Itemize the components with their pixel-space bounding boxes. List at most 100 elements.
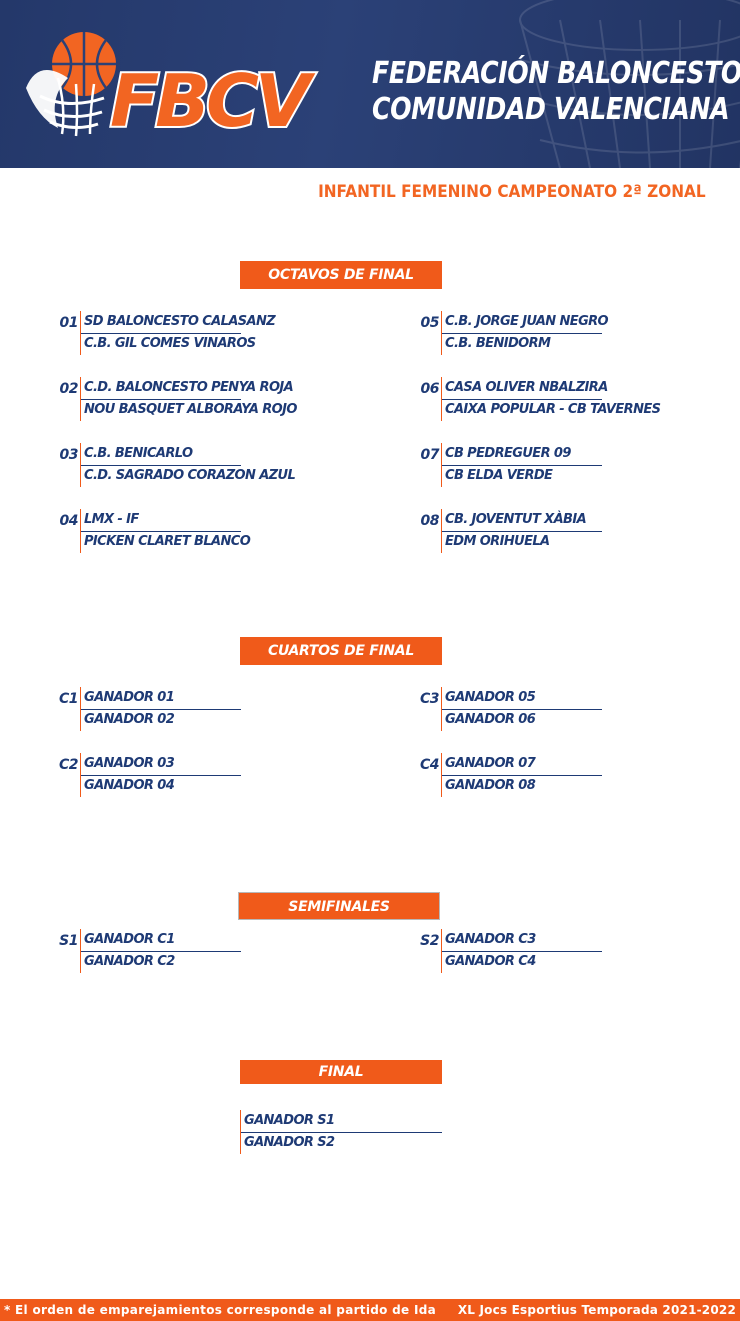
round-title-cuartos: CUARTOS DE FINAL [240, 637, 442, 665]
match-octavos-04: 04 LMX - IF PICKEN CLARET BLANCO [58, 509, 358, 553]
bracket-hline [442, 465, 602, 466]
team-home: C.D. BALONCESTO PENYA ROJA [84, 380, 294, 395]
match-semifinal-s1: S1 GANADOR C1 GANADOR C2 [58, 929, 358, 973]
bracket-hline [81, 775, 241, 776]
team-home: CB PEDREGUER 09 [445, 446, 571, 461]
match-octavos-08: 08 CB. JOVENTUT XÀBIA EDM ORIHUELA [419, 509, 719, 553]
match-number: S1 [59, 933, 78, 949]
team-away: C.B. BENIDORM [445, 336, 551, 351]
team-away: GANADOR C2 [84, 954, 175, 969]
bracket-vline [80, 377, 81, 421]
team-away: GANADOR 04 [84, 778, 175, 793]
bracket-vline [441, 311, 442, 355]
team-away: CB ELDA VERDE [445, 468, 553, 483]
round-title-final: FINAL [240, 1060, 442, 1084]
match-final: GANADOR S1 GANADOR S2 [218, 1110, 518, 1154]
match-number: C4 [419, 757, 440, 773]
team-home: GANADOR 07 [445, 756, 536, 771]
match-number: 04 [59, 513, 79, 529]
footer-note: * El orden de emparejamientos correspond… [4, 1303, 437, 1317]
team-away: EDM ORIHUELA [445, 534, 550, 549]
bracket-vline [441, 687, 442, 731]
match-cuartos-c2: C2 GANADOR 03 GANADOR 04 [58, 753, 358, 797]
bracket-vline [80, 753, 81, 797]
bracket-vline [240, 1110, 241, 1154]
bracket-vline [80, 509, 81, 553]
bracket-hline [81, 465, 241, 466]
team-home: GANADOR 05 [445, 690, 536, 705]
bracket-hline [81, 333, 241, 334]
match-octavos-05: 05 C.B. JORGE JUAN NEGRO C.B. BENIDORM [419, 311, 719, 355]
bracket-hline [442, 709, 602, 710]
match-number: 02 [59, 381, 79, 397]
fbcv-logo: FBCV [26, 32, 322, 145]
bracket-vline [441, 377, 442, 421]
team-home: GANADOR S1 [244, 1113, 335, 1128]
logo-text: FBCV [110, 59, 316, 143]
match-octavos-03: 03 C.B. BENICARLO C.D. SAGRADO CORAZON A… [58, 443, 358, 487]
bracket-vline [80, 311, 81, 355]
team-away: C.D. SAGRADO CORAZON AZUL [84, 468, 296, 483]
team-home: GANADOR 03 [84, 756, 175, 771]
match-cuartos-c3: C3 GANADOR 05 GANADOR 06 [419, 687, 719, 731]
match-cuartos-c1: C1 GANADOR 01 GANADOR 02 [58, 687, 358, 731]
team-away: CAIXA POPULAR - CB TAVERNES [445, 402, 661, 417]
footer-season: XL Jocs Esportius Temporada 2021-2022 [457, 1303, 736, 1317]
team-away: C.B. GIL COMES VINAROS [84, 336, 256, 351]
bracket-vline [80, 443, 81, 487]
bracket-hline [81, 709, 241, 710]
team-home: C.B. JORGE JUAN NEGRO [445, 314, 609, 329]
federation-line1: FEDERACIÓN BALONCESTO [372, 56, 740, 91]
bracket-hline [81, 399, 241, 400]
competition-subtitle: INFANTIL FEMENINO CAMPEONATO 2ª ZONAL [318, 182, 706, 202]
bracket-hline [442, 951, 602, 952]
match-octavos-06: 06 CASA OLIVER NBALZIRA CAIXA POPULAR - … [419, 377, 719, 421]
bracket-vline [441, 753, 442, 797]
basketball-icon [52, 32, 116, 96]
team-away: GANADOR C4 [445, 954, 536, 969]
team-home: GANADOR 01 [84, 690, 175, 705]
match-cuartos-c4: C4 GANADOR 07 GANADOR 08 [419, 753, 719, 797]
match-number: C2 [58, 757, 79, 773]
bracket-hline [442, 333, 602, 334]
team-away: GANADOR 06 [445, 712, 536, 727]
bracket-hline [81, 531, 241, 532]
match-number: 05 [420, 315, 440, 331]
bracket-vline [80, 687, 81, 731]
federation-name: FEDERACIÓN BALONCESTO COMUNIDAD VALENCIA… [372, 56, 740, 128]
team-home: SD BALONCESTO CALASANZ [84, 314, 276, 329]
bracket-vline [441, 443, 442, 487]
match-octavos-01: 01 SD BALONCESTO CALASANZ C.B. GIL COMES… [58, 311, 358, 355]
match-octavos-07: 07 CB PEDREGUER 09 CB ELDA VERDE [419, 443, 719, 487]
team-home: CB. JOVENTUT XÀBIA [445, 512, 587, 527]
match-number: 06 [420, 381, 440, 397]
team-away: GANADOR S2 [244, 1135, 335, 1150]
match-semifinal-s2: S2 GANADOR C3 GANADOR C4 [419, 929, 719, 973]
federation-line2: COMUNIDAD VALENCIANA [372, 92, 730, 127]
bracket-vline [441, 929, 442, 973]
team-home: C.B. BENICARLO [84, 446, 193, 461]
team-away: NOU BASQUET ALBORAYA ROJO [84, 402, 297, 417]
match-number: C3 [419, 691, 440, 707]
team-away: GANADOR 08 [445, 778, 536, 793]
bracket-hline [442, 399, 602, 400]
bracket-hline [241, 1132, 442, 1133]
team-home: GANADOR C3 [445, 932, 536, 947]
match-number: 01 [59, 315, 79, 331]
team-away: PICKEN CLARET BLANCO [84, 534, 251, 549]
bracket-hline [81, 951, 241, 952]
team-away: GANADOR 02 [84, 712, 175, 727]
match-number: C1 [58, 691, 79, 707]
match-number: 08 [420, 513, 440, 529]
match-number: 07 [420, 447, 440, 463]
match-number: 03 [59, 447, 79, 463]
bracket-hline [442, 775, 602, 776]
footer-bar: * El orden de emparejamientos correspond… [0, 1299, 740, 1321]
team-home: LMX - IF [84, 512, 139, 527]
basket-net-watermark [519, 0, 740, 168]
header-banner: FBCV FEDERACIÓN BALONCESTO COMUNIDAD VAL… [0, 0, 740, 168]
round-title-semifinales: SEMIFINALES [238, 892, 440, 920]
bracket-vline [441, 509, 442, 553]
round-title-octavos: OCTAVOS DE FINAL [240, 261, 442, 289]
team-home: GANADOR C1 [84, 932, 175, 947]
